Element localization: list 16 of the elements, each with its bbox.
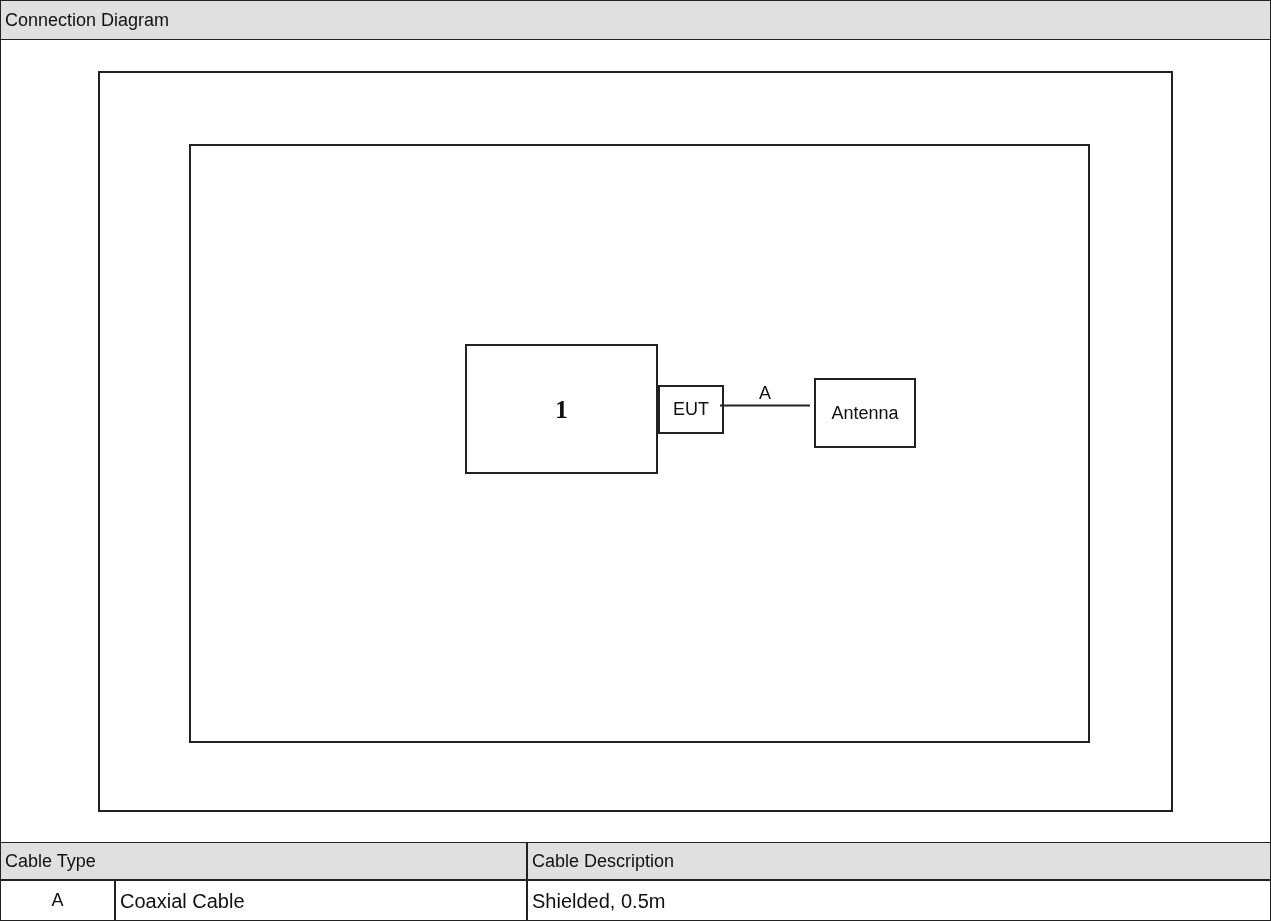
outer-frame [98,71,1173,812]
inner-frame [189,144,1090,743]
eut-box [658,385,724,434]
node-label: Antenna [831,401,899,425]
node-label: 1 [555,393,568,426]
table-cell: Shielded, 0.5m [527,880,1271,921]
table-cell: A [0,880,115,921]
cable-line [719,404,811,407]
title: Connection Diagram [5,8,170,32]
antenna-box [814,378,916,448]
table-cell: Coaxial Cable [115,880,527,921]
edge-label: A [757,383,773,402]
node-label: EUT [673,398,709,421]
table-header-cell: Cable Description [527,842,1271,880]
device-box [465,344,658,474]
table-header-cell: Cable Type [0,842,527,880]
